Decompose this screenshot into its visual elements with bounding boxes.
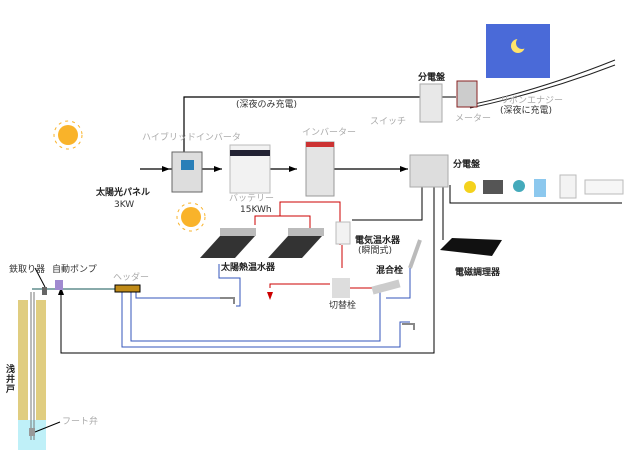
late-night-only-label: (深夜のみ充電) [236, 100, 298, 110]
appliance-line [449, 185, 622, 204]
switch-valve-icon [332, 278, 350, 298]
power-to-pump [60, 185, 435, 354]
inverter-label: インバーター [302, 128, 357, 138]
faucet-icon [220, 297, 235, 304]
main-board-icon [419, 83, 443, 123]
mixing-faucet-icon [371, 279, 401, 295]
power-line-top [183, 96, 420, 158]
solar-water-heater-label: 太陽熱温水器 [221, 263, 276, 273]
bulb-icon [464, 181, 476, 193]
sub-board-label: 分電盤 [453, 160, 481, 170]
hybrid-inverter-label: ハイブリッドインバータ [142, 133, 241, 143]
electric-water-heater-icon [335, 221, 351, 245]
shower-icon [408, 239, 422, 269]
sun-icon-2 [176, 202, 206, 232]
mixing-faucet-label: 混合栓 [376, 266, 404, 276]
induction-cooker-icon [440, 238, 502, 256]
header-icon [114, 284, 141, 293]
instant-type-label: (瞬間式) [358, 246, 393, 256]
air-conditioner-icon [584, 179, 624, 195]
main-board-label: 分電盤 [418, 73, 446, 83]
header-label: ヘッダー [113, 273, 150, 283]
cold-water-line [121, 264, 411, 348]
fridge-icon [534, 179, 546, 197]
foot-valve-label: フート弁 [62, 417, 99, 427]
well-wall-left [18, 300, 28, 420]
hybrid-inverter-icon [171, 151, 203, 193]
power-to-heater [352, 185, 423, 221]
battery-label: バッテリー [229, 194, 275, 204]
laptop-icon [483, 180, 503, 194]
meter-label: メーター [455, 114, 492, 124]
sun-icon [53, 120, 83, 150]
auto-pump-label: 自動ポンプ [52, 265, 97, 275]
late-night-charge-label: (深夜に充電) [500, 106, 553, 116]
meter-icon [456, 80, 478, 108]
battery-kwh: 15KWh [240, 205, 272, 215]
faucet-icon-2 [402, 323, 415, 330]
solar-panel-label: 太陽光パネル [96, 188, 151, 198]
electric-water-heater-label: 電気温水器 [355, 236, 401, 246]
foot-valve-icon [29, 428, 35, 436]
fan-icon [513, 180, 525, 192]
grid-line [469, 59, 616, 109]
iron-remover-label: 鉄取り器 [9, 265, 46, 275]
rice-cooker-icon [559, 174, 577, 199]
induction-cooker-label: 電磁調理器 [455, 268, 501, 278]
auto-pump-icon [55, 280, 63, 290]
solar-panel-kw: 3KW [114, 200, 135, 210]
shallow-well-label: 浅井戸 [6, 365, 16, 395]
switch-label: スイッチ [370, 117, 407, 127]
switch-valve-label: 切替栓 [329, 301, 357, 311]
energy-label: リボンエナジー [500, 96, 564, 106]
well-wall-right [36, 300, 46, 420]
iron-remover-icon [42, 287, 47, 295]
sub-board-icon [409, 154, 449, 188]
hot-water-line [254, 201, 372, 289]
solar-water-heater-icon [200, 228, 324, 258]
inverter-icon [305, 141, 335, 197]
